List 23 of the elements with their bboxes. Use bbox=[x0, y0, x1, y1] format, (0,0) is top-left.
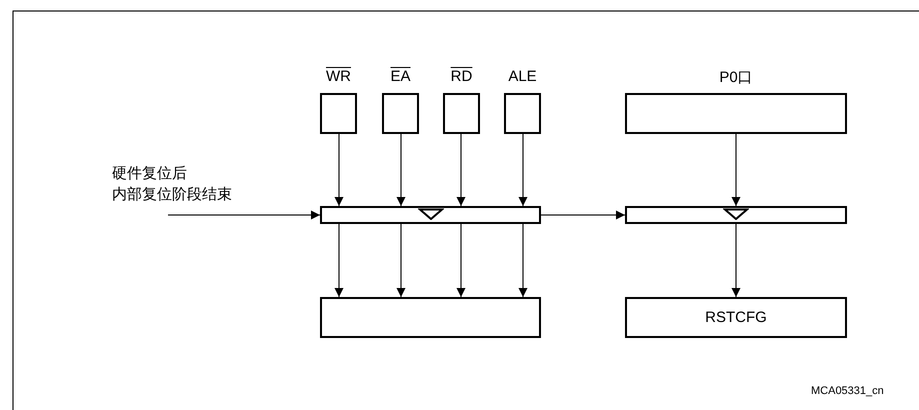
arrow bbox=[168, 210, 320, 220]
signal-name: EA bbox=[390, 68, 410, 85]
arrow bbox=[456, 134, 466, 206]
signal-name: RD bbox=[450, 68, 472, 85]
arrow bbox=[732, 134, 740, 206]
arrow bbox=[518, 134, 528, 206]
signal-name: P0口 bbox=[719, 68, 753, 87]
arrow bbox=[396, 224, 406, 298]
register-name: RSTCFG bbox=[705, 309, 767, 326]
arrow bbox=[518, 224, 528, 298]
arrow bbox=[396, 134, 406, 206]
arrow bbox=[334, 224, 344, 298]
arrow bbox=[732, 224, 740, 298]
latch-register bbox=[625, 206, 847, 224]
signal-name: ALE bbox=[508, 68, 537, 85]
arrow bbox=[456, 224, 466, 298]
arrow bbox=[540, 210, 626, 220]
arrow bbox=[334, 134, 344, 206]
figure-id: MCA05331_cn bbox=[811, 385, 884, 397]
latch-register bbox=[320, 206, 541, 224]
register-box bbox=[320, 297, 541, 338]
register-box bbox=[625, 297, 847, 338]
signal-name: WR bbox=[326, 68, 351, 85]
